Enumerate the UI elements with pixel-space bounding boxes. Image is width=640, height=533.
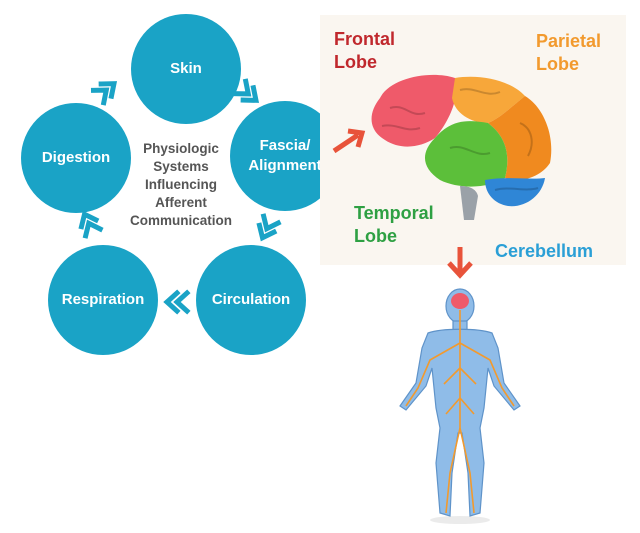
node-respiration: Respiration bbox=[48, 245, 158, 355]
lobe-label-line: Lobe bbox=[334, 51, 377, 72]
node-label: Fascia/ bbox=[259, 136, 311, 154]
node-label: Digestion bbox=[41, 148, 111, 166]
lobe-label-line: Parietal bbox=[536, 31, 602, 51]
caption-line: Systems bbox=[153, 158, 209, 174]
label-parietal-lobe: Parietal Lobe bbox=[536, 30, 601, 75]
occipital-lobe bbox=[488, 96, 552, 180]
node-label: Respiration bbox=[61, 290, 145, 308]
arrow-to-body-icon bbox=[447, 247, 473, 279]
double-chevron-icon bbox=[90, 81, 118, 106]
lobe-label-line: Lobe bbox=[536, 53, 579, 74]
double-chevron-icon bbox=[232, 78, 260, 103]
human-nervous-system-figure bbox=[399, 288, 521, 524]
node-label: Alignment bbox=[248, 157, 322, 174]
double-chevron-icon bbox=[163, 289, 191, 315]
node-circulation: Circulation bbox=[196, 245, 306, 355]
caption-line: Communication bbox=[129, 212, 232, 228]
double-chevron-icon bbox=[78, 210, 104, 239]
lobe-label-line: Temporal bbox=[354, 203, 434, 223]
arrow-to-brain-icon bbox=[332, 128, 366, 154]
node-skin: Skin bbox=[131, 14, 241, 124]
brain-illustration bbox=[371, 74, 552, 220]
cerebellum bbox=[485, 178, 545, 207]
cycle-center-caption: Physiologic Systems Influencing Afferent… bbox=[116, 140, 246, 230]
frontal-lobe bbox=[371, 74, 457, 147]
temporal-lobe bbox=[424, 121, 508, 187]
label-frontal-lobe: Frontal Lobe bbox=[334, 28, 395, 73]
node-digestion: Digestion bbox=[21, 103, 131, 213]
caption-line: Influencing bbox=[145, 176, 217, 192]
node-label: Circulation bbox=[211, 290, 291, 308]
caption-line: Physiologic bbox=[143, 141, 219, 156]
label-cerebellum: Cerebellum bbox=[495, 240, 593, 263]
double-chevron-icon bbox=[256, 213, 282, 242]
lobe-label-line: Lobe bbox=[354, 225, 397, 246]
lobe-label-line: Cerebellum bbox=[495, 241, 594, 261]
lobe-label-line: Frontal bbox=[334, 29, 395, 49]
parietal-lobe bbox=[452, 76, 525, 123]
node-label: Skin bbox=[170, 59, 202, 77]
cycle-chevrons bbox=[78, 78, 282, 315]
caption-line: Afferent bbox=[155, 194, 207, 210]
label-temporal-lobe: Temporal Lobe bbox=[354, 202, 434, 247]
brain-stem bbox=[460, 186, 478, 220]
